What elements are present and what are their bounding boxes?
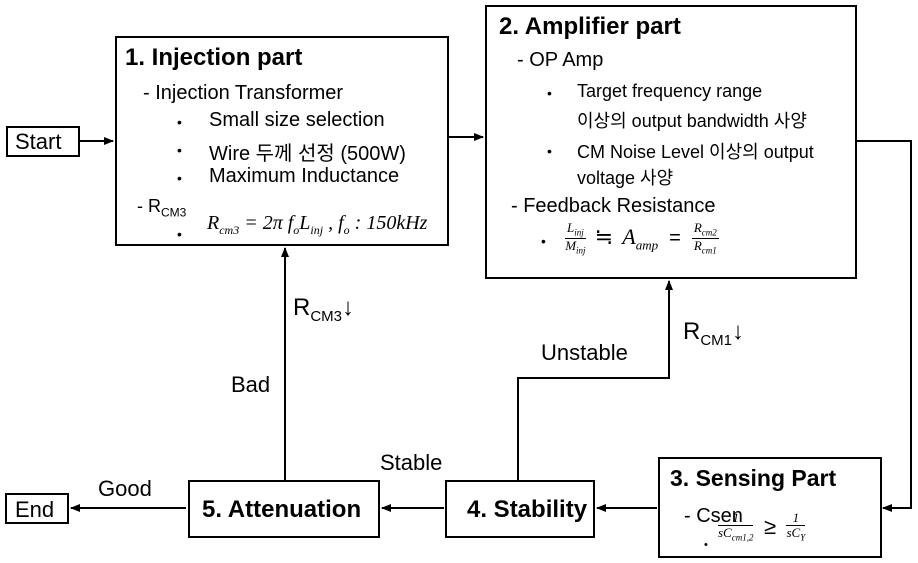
opamp-bullet-1-line-1: Target frequency range — [577, 81, 763, 101]
csen-heading: - Csen — [684, 505, 743, 527]
bullet-icon: • — [704, 539, 708, 551]
formula-tail: , f — [323, 212, 344, 234]
csen-fraction-right: 1 sCY — [786, 510, 806, 544]
rcm3-down-sub: CM3 — [310, 307, 343, 325]
csen-den1-sub: cm1,2 — [731, 532, 754, 543]
unstable-label: Unstable — [541, 340, 628, 365]
csen-den2-main: sC — [786, 525, 801, 541]
attenuation-title: 5. Attenuation — [202, 496, 362, 523]
start-node: Start — [6, 126, 80, 157]
csen-den1-main: sC — [718, 525, 732, 541]
formula-eq: = 2π f — [239, 212, 294, 234]
opamp-bullet-2-line-2: voltage 사양 — [577, 168, 674, 188]
formula-l: L — [299, 212, 311, 234]
start-label: Start — [15, 129, 62, 154]
rcm1-down-label: RCM1↓ — [683, 318, 744, 349]
opamp-bullet-1-line-2: 이상의 output bandwidth 사양 — [577, 111, 807, 131]
formula-tail-sub: o — [343, 223, 350, 237]
sensing-title: 3. Sensing Part — [670, 465, 837, 491]
rcm1-down-sub: CM1 — [700, 331, 733, 349]
equals-sign: = — [669, 226, 681, 249]
r-den: R — [693, 238, 702, 254]
csen-den1: sCcm1,2 — [718, 526, 753, 543]
rcm3-down-r: R — [293, 294, 311, 321]
formula-r: R — [207, 212, 220, 234]
rcm3-heading-sub: CM3 — [161, 205, 187, 220]
formula-tail-end: : 150kHz — [349, 212, 428, 234]
injection-part-box: 1. Injection part - Injection Transforme… — [115, 36, 449, 246]
ge-sign: ≥ — [763, 514, 777, 540]
rcm3-formula: Rcm3 = 2π foLinj , fo : 150kHz — [207, 212, 427, 238]
l-over-m-fraction: Linj Minj — [565, 220, 586, 257]
formula-f-sub: o — [293, 223, 300, 237]
formula-r-sub: cm3 — [219, 223, 240, 237]
injection-bullet-1: Small size selection — [209, 109, 385, 131]
csen-fraction-left: 1 sCcm1,2 — [718, 510, 754, 544]
down-arrow-icon: ↓ — [732, 318, 745, 345]
injection-transformer-heading: - Injection Transformer — [143, 82, 344, 104]
bad-label: Bad — [231, 372, 271, 397]
stable-label: Stable — [380, 450, 443, 475]
injection-bullet-3: Maximum Inductance — [209, 165, 400, 187]
bullet-icon: • — [547, 85, 552, 101]
r-num: R — [693, 220, 702, 235]
sensing-part-box: 3. Sensing Part - Csen • 1 sCcm1,2 ≥ 1 s… — [658, 457, 882, 558]
down-arrow-icon: ↓ — [342, 294, 355, 321]
end-label: End — [15, 497, 55, 522]
feedback-heading: - Feedback Resistance — [511, 195, 716, 217]
injection-title: 1. Injection part — [125, 44, 303, 71]
end-node: End — [5, 493, 69, 524]
stability-box: 4. Stability — [445, 480, 595, 538]
r-den-sub: cm1 — [701, 246, 717, 257]
a-symbol: A — [622, 223, 636, 249]
m-den-sub: inj — [576, 246, 586, 257]
amplifier-title: 2. Amplifier part — [499, 13, 681, 40]
bullet-icon: • — [177, 142, 182, 158]
rcm1-down-r: R — [683, 318, 701, 345]
rcm3-down-label: RCM3↓ — [293, 294, 354, 325]
csen-den2: sCY — [786, 526, 805, 543]
attenuation-box: 5. Attenuation — [188, 480, 380, 538]
good-label: Good — [98, 476, 152, 501]
approx-sign: ≒ — [594, 223, 614, 249]
l-num: L — [567, 220, 575, 235]
m-den: M — [565, 238, 577, 254]
bullet-icon: • — [547, 143, 552, 159]
opamp-bullet-2-line-1: CM Noise Level 이상의 output — [577, 142, 814, 162]
csen-formula: 1 sCcm1,2 ≥ 1 sCY — [718, 510, 806, 544]
csen-num1: 1 — [718, 510, 754, 527]
r-cm2: Rcm2 — [691, 220, 719, 240]
a-amp: Aamp — [622, 223, 659, 253]
stability-title: 4. Stability — [467, 496, 588, 523]
bullet-icon: • — [177, 170, 182, 186]
injection-bullet-2: Wire 두께 선정 (500W) — [209, 143, 406, 165]
r-cm1: Rcm1 — [692, 239, 719, 256]
l-num-sub: inj — [574, 227, 584, 238]
a-sub: amp — [635, 237, 659, 253]
bullet-icon: • — [541, 233, 546, 249]
opamp-heading: - OP Amp — [517, 49, 604, 71]
amplifier-part-box: 2. Amplifier part - OP Amp • Target freq… — [485, 5, 857, 279]
csen-den2-sub: Y — [800, 532, 806, 543]
arrow-stability-to-amplifier — [517, 280, 673, 480]
rcm3-heading-prefix: - R — [137, 196, 161, 216]
r-num-sub: cm2 — [701, 227, 717, 238]
feedback-formula: Linj Minj ≒ Aamp = Rcm2 Rcm1 — [565, 220, 719, 257]
bullet-icon: • — [177, 114, 182, 130]
bullet-icon: • — [177, 226, 182, 242]
rcm3-heading: - RCM3 — [137, 196, 186, 220]
m-inj: Minj — [565, 239, 586, 256]
formula-l-sub: inj — [310, 223, 324, 237]
l-inj: Linj — [565, 220, 586, 240]
csen-num2: 1 — [786, 510, 806, 527]
rcm-fraction: Rcm2 Rcm1 — [691, 220, 719, 257]
arrow-amplifier-to-sensing — [857, 140, 912, 512]
